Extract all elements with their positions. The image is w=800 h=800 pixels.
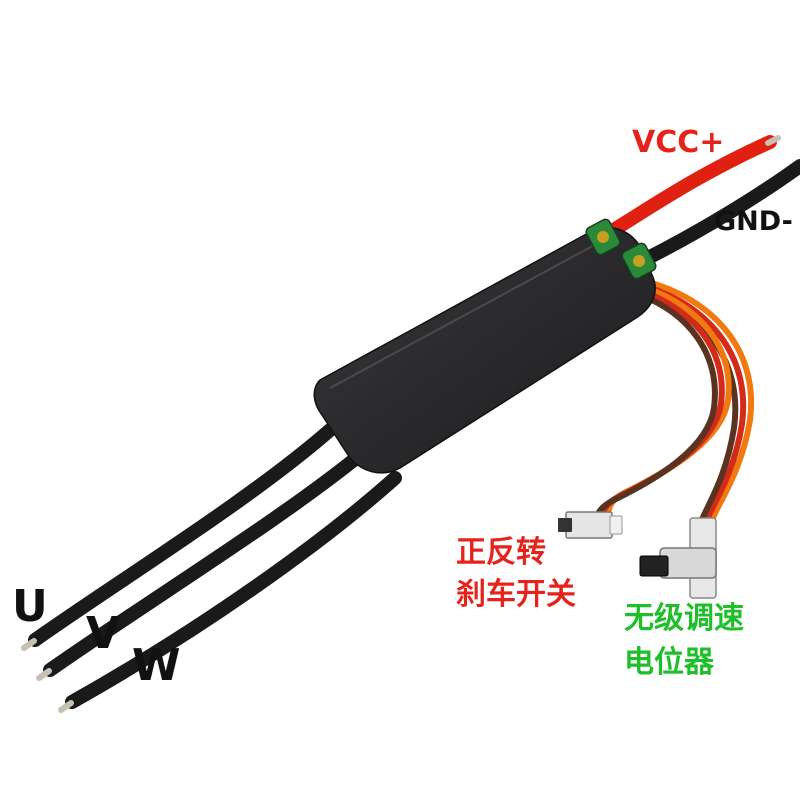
phase-w-label: W (132, 640, 181, 691)
speed-potentiometer (639, 517, 717, 599)
gnd-label: GND- (714, 206, 793, 237)
phase-wire-tips (21, 638, 74, 713)
phase-v-label: V (86, 608, 121, 659)
esc-body (313, 227, 656, 474)
speed-pot-label-line1: 无级调速 (624, 601, 744, 636)
power-connectors (585, 218, 657, 280)
vcc-wire-tip (765, 135, 781, 146)
phase-u-label: U (12, 581, 48, 632)
direction-switch (558, 511, 623, 539)
vcc-label: VCC+ (632, 125, 725, 160)
gnd-wire (633, 159, 800, 269)
phase-wires (28, 423, 402, 709)
direction-switch-label-line1: 正反转 (456, 535, 546, 570)
speed-pot-label-line2: 电位器 (624, 645, 714, 680)
signal-wire-bundle (593, 275, 755, 531)
direction-switch-label-line2: 刹车开关 (456, 577, 576, 612)
